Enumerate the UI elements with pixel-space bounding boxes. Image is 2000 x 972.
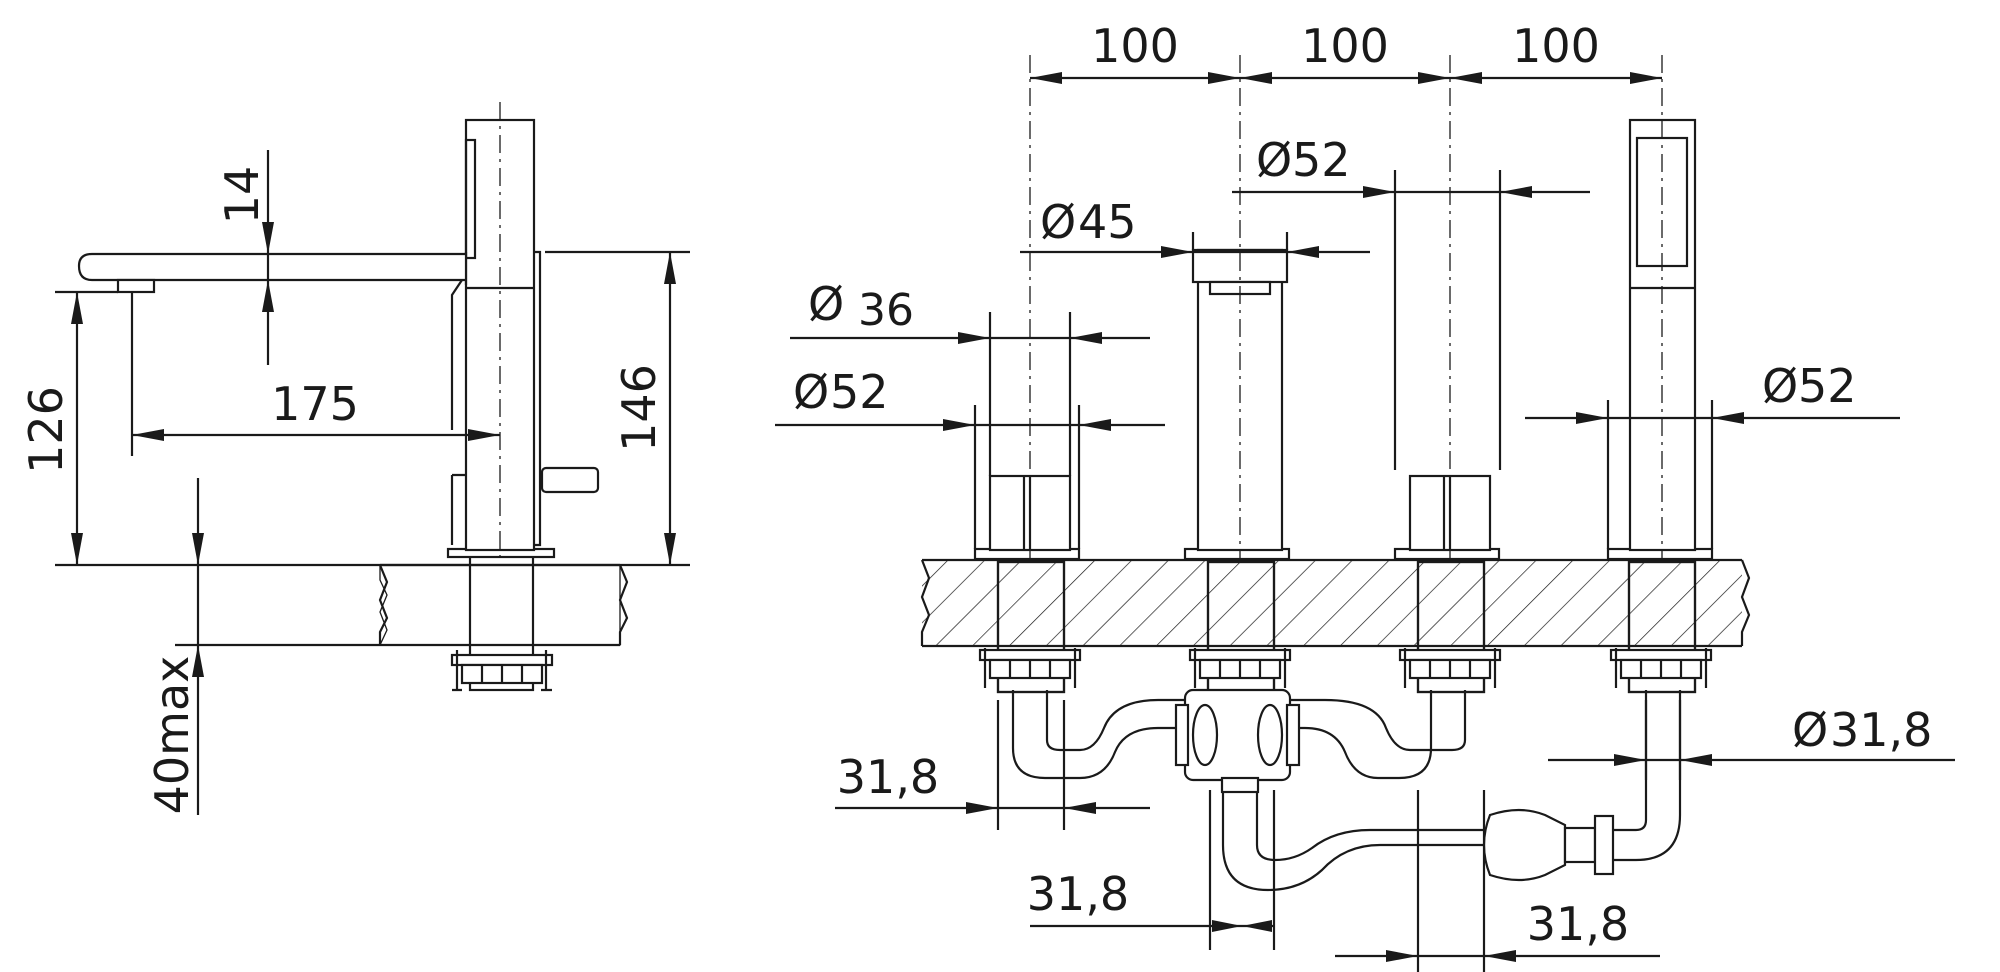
dim-label: 52: [830, 365, 889, 419]
deck-section-front: [920, 558, 1751, 648]
dim-label: 31,8: [1830, 703, 1932, 757]
plumbing-pipes: [1011, 690, 1682, 892]
dim-spout-body-diameter: Ø 52: [1232, 133, 1590, 470]
dim-label: 14: [215, 166, 269, 225]
dim-deck-thickness: 40max: [145, 478, 380, 815]
check-valve: [1482, 808, 1615, 882]
valve-handle-left: [988, 474, 1072, 552]
dim-label: 36: [858, 285, 914, 336]
dim-label: Ø: [808, 277, 844, 331]
dim-label: 100: [1512, 19, 1600, 73]
dim-label: 100: [1301, 19, 1389, 73]
dim-spout-tip-diameter: Ø 45: [1020, 195, 1370, 258]
dim-label: 175: [271, 377, 359, 431]
dim-spout-reach: 175: [130, 292, 500, 456]
dim-pipe-left: 31,8: [835, 700, 1150, 830]
dim-label: 31,8: [837, 750, 939, 804]
dim-label: 52: [1292, 133, 1351, 187]
dim-label: Ø: [793, 365, 829, 419]
dim-body-height: 146: [545, 250, 690, 565]
side-view: 14 126 175 146: [19, 102, 690, 815]
dim-hose-diameter: Ø 31,8: [1548, 700, 1955, 780]
dim-label: Ø: [1792, 703, 1828, 757]
spout-side: [77, 252, 466, 282]
dim-spout-height: 126: [19, 290, 690, 567]
dim-label: 40max: [145, 656, 199, 815]
aerator-side: [116, 278, 156, 294]
dim-label: 31,8: [1027, 867, 1129, 921]
mounting-nuts: [978, 648, 1713, 688]
dim-handle-diameter: Ø 36: [790, 277, 1150, 476]
dim-handle-base-diameter: Ø 52: [775, 365, 1165, 549]
dim-label: 52: [1798, 359, 1857, 413]
dim-pipe-center: 31,8: [1027, 790, 1276, 950]
shower-grille-side: [464, 138, 477, 260]
dim-label: 146: [612, 364, 666, 452]
dim-label: Ø: [1256, 133, 1292, 187]
mounting-nut-side: [450, 650, 554, 692]
dim-label: 45: [1078, 195, 1137, 249]
dim-label: 126: [19, 386, 73, 474]
dim-label: 100: [1091, 19, 1179, 73]
lever-pin-side: [540, 466, 600, 494]
front-view: 100 100 100 Ø 52 Ø 45: [775, 19, 1955, 972]
dim-spout-thickness: 14: [215, 150, 274, 365]
dim-pipe-right: 31,8: [1335, 790, 1660, 972]
dim-label: Ø: [1040, 195, 1076, 249]
dim-label: 31,8: [1527, 897, 1629, 951]
dim-label: Ø: [1762, 359, 1798, 413]
diverter-valve: [1174, 688, 1301, 794]
dim-spacing: 100 100 100: [1030, 19, 1662, 84]
dim-shower-diameter: Ø 52: [1525, 359, 1900, 549]
